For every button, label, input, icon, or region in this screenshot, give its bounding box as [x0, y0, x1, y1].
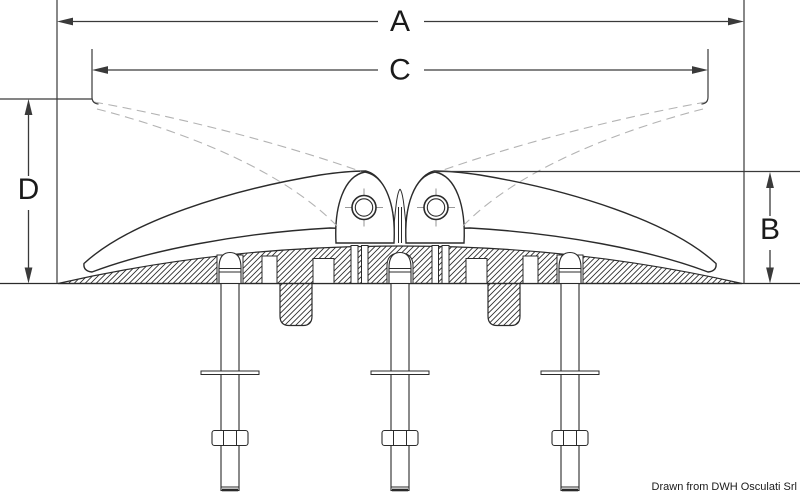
- arrowhead-a-left: [57, 17, 73, 26]
- arrowhead-d-top: [24, 99, 33, 115]
- arrowhead-b-bottom: [766, 267, 774, 284]
- folded-position-outline: [93, 101, 707, 228]
- arrowhead-c-left: [92, 66, 108, 74]
- extension-lines: [0, 0, 800, 284]
- dim-label-c: C: [389, 54, 411, 87]
- dim-label-b: B: [760, 213, 780, 246]
- dim-label-d: D: [18, 173, 40, 206]
- dimension-c: [92, 66, 708, 74]
- dim-label-a: A: [390, 5, 410, 38]
- bolt-right: [539, 251, 601, 492]
- dimension-a: [57, 17, 744, 26]
- mounting-boss-right: [487, 282, 521, 327]
- mounting-boss-left: [279, 282, 313, 327]
- arrowhead-d-bottom: [24, 267, 33, 284]
- arrowhead-a-right: [728, 17, 744, 26]
- credit-text: Drawn from DWH Osculati Srl: [652, 481, 797, 493]
- dimension-d: [24, 99, 33, 284]
- arrowhead-c-right: [692, 66, 708, 74]
- bolt-center: [369, 251, 431, 492]
- hub-center-notch: [393, 188, 407, 243]
- bolt-left: [199, 251, 261, 492]
- arrowhead-b-top: [766, 172, 774, 188]
- mounting-bolts: [199, 251, 601, 492]
- dimension-b: [766, 172, 774, 284]
